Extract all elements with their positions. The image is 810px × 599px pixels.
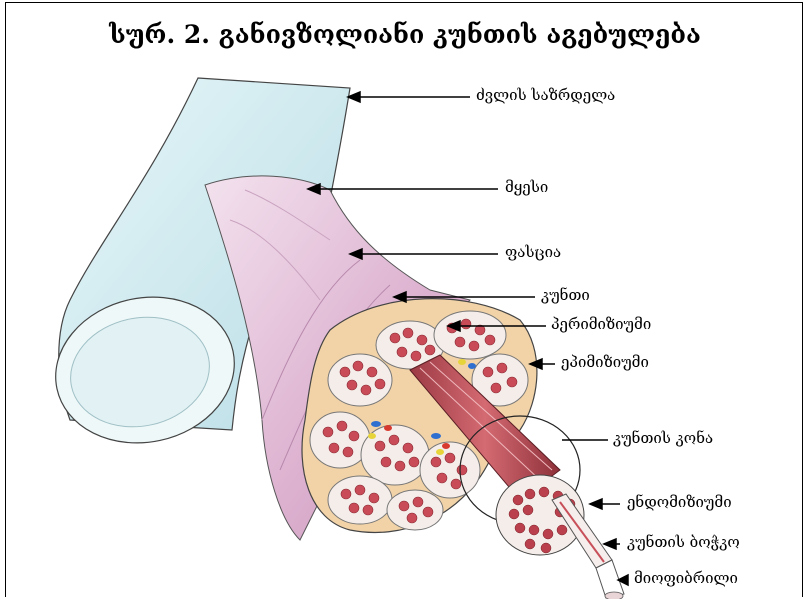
label-bone-attachment: ძვლის საზრდელა [476,86,615,104]
label-muscle-bundle: კუნთის კონა [613,429,713,447]
label-muscle-fiber: კუნთის ბოჭკო [627,533,740,551]
label-muscle-body: კუნთი [541,286,590,304]
label-muscle: მყესი [505,178,548,196]
label-endomysium: ენდომიზიუმი [627,493,732,511]
label-fascia: ფასცია [505,243,561,261]
label-epimysium: ეპიმიზიუმი [561,353,649,371]
label-perimysium: პერიმიზიუმი [551,315,651,333]
label-myofibril: მიოფიბრილი [634,569,738,587]
